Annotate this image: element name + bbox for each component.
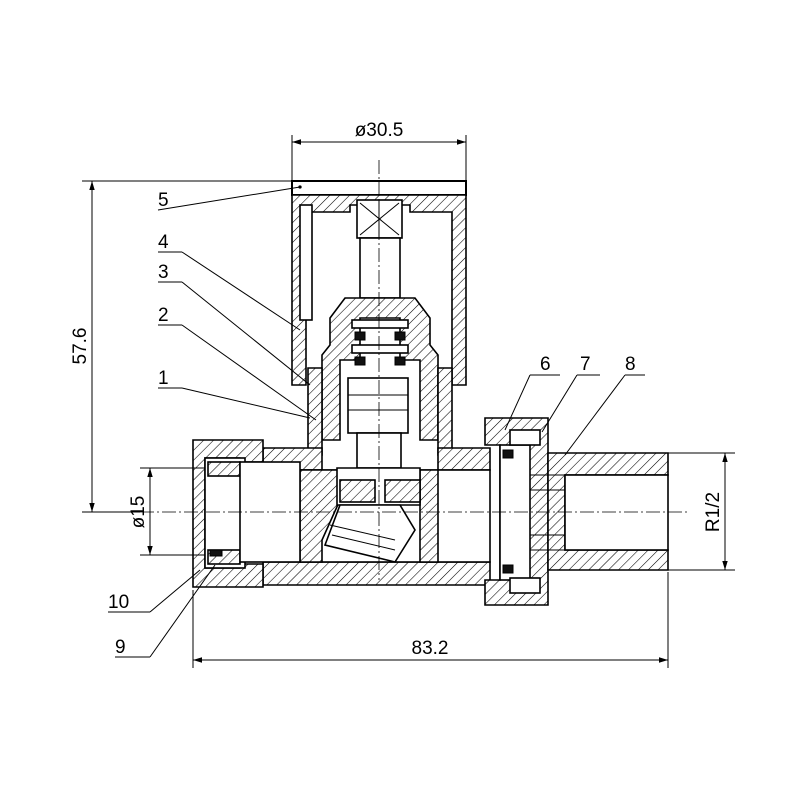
svg-text:6: 6: [540, 354, 551, 375]
gland-nut: [321, 297, 439, 441]
callout-9: 9: [115, 564, 216, 658]
svg-text:9: 9: [115, 637, 126, 658]
dimension-text-pipe-diameter: ø15: [128, 496, 149, 529]
dimension-text-height: 57.6: [70, 328, 91, 365]
callout-3: 3: [158, 262, 311, 386]
dimension-height: 57.6: [70, 180, 292, 513]
callout-1: 1: [158, 368, 311, 419]
svg-text:7: 7: [580, 354, 591, 375]
valve-stem: [356, 199, 403, 299]
dimension-text-length: 83.2: [412, 638, 449, 659]
spindle: [347, 377, 409, 469]
callout-6: 6: [504, 354, 560, 431]
svg-text:3: 3: [158, 262, 169, 283]
callout-10: 10: [108, 569, 201, 613]
svg-text:1: 1: [158, 368, 169, 389]
dimension-handle-diameter: ø30.5: [291, 120, 467, 180]
callout-8: 8: [564, 354, 645, 456]
right-union-nut: [484, 417, 549, 606]
tailpiece: [530, 452, 669, 571]
svg-text:2: 2: [158, 305, 169, 326]
svg-text:5: 5: [158, 190, 169, 211]
valve-body: [262, 367, 491, 586]
dimension-length: 83.2: [192, 572, 669, 668]
dimension-thread: R1/2: [668, 452, 735, 571]
callout-5: 5: [157, 185, 302, 211]
dimension-text-handle-diameter: ø30.5: [355, 120, 404, 141]
callout-7: 7: [541, 354, 600, 433]
dimension-pipe-diameter: ø15: [128, 467, 205, 556]
svg-text:8: 8: [625, 354, 636, 375]
dimension-text-thread: R1/2: [703, 492, 724, 532]
svg-text:4: 4: [158, 232, 169, 253]
callout-4: 4: [158, 232, 301, 331]
svg-text:10: 10: [108, 592, 129, 613]
callout-2: 2: [158, 305, 317, 421]
